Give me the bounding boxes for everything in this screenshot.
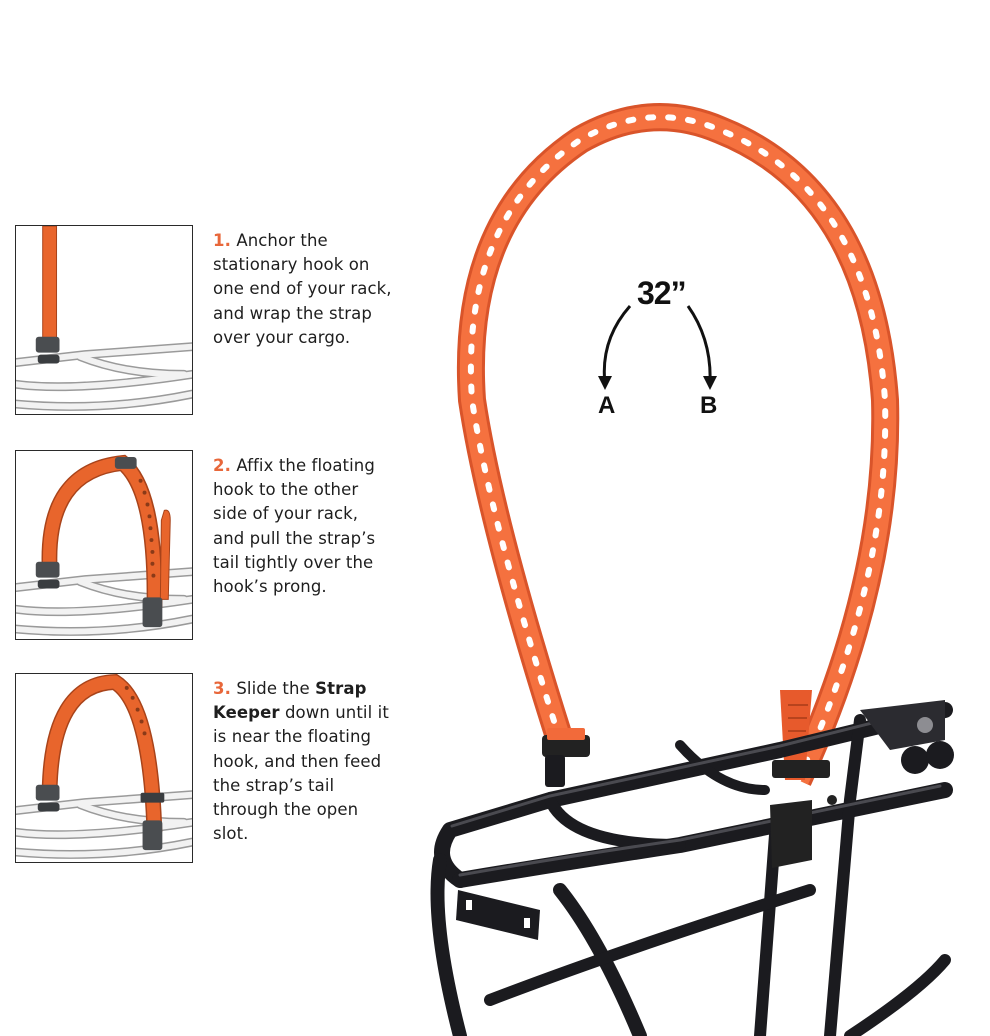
arrow-a-icon: [598, 376, 612, 390]
strap-floating-hook-illustration: [16, 454, 192, 636]
strap-keeper-illustration: [16, 674, 192, 859]
measurement-arrows: [598, 305, 717, 390]
step-1-illustration: [15, 225, 193, 415]
strap-anchor-illustration: [16, 226, 192, 411]
step-2-text: 2. Affix the floating hook to the other …: [213, 456, 376, 597]
arrow-b-icon: [703, 376, 717, 390]
strap-on-rack-photo: [420, 100, 990, 1036]
step-1-text: 1. Anchor the stationary hook on one end…: [213, 231, 392, 347]
step-3-illustration: [15, 673, 193, 863]
step-3-number: 3.: [213, 679, 231, 698]
point-a-label: A: [598, 392, 616, 419]
step-2-number: 2.: [213, 456, 231, 475]
strap-loop-illustration: [430, 103, 954, 1036]
strap-keeper-term: Strap: [315, 679, 367, 698]
step-2-illustration: [15, 450, 193, 640]
step-3-text: 3. Slide the Strap Keeper down until it …: [213, 679, 389, 844]
strap-length-label: 32”: [637, 275, 687, 311]
step-1-number: 1.: [213, 231, 231, 250]
point-b-label: B: [700, 392, 718, 419]
